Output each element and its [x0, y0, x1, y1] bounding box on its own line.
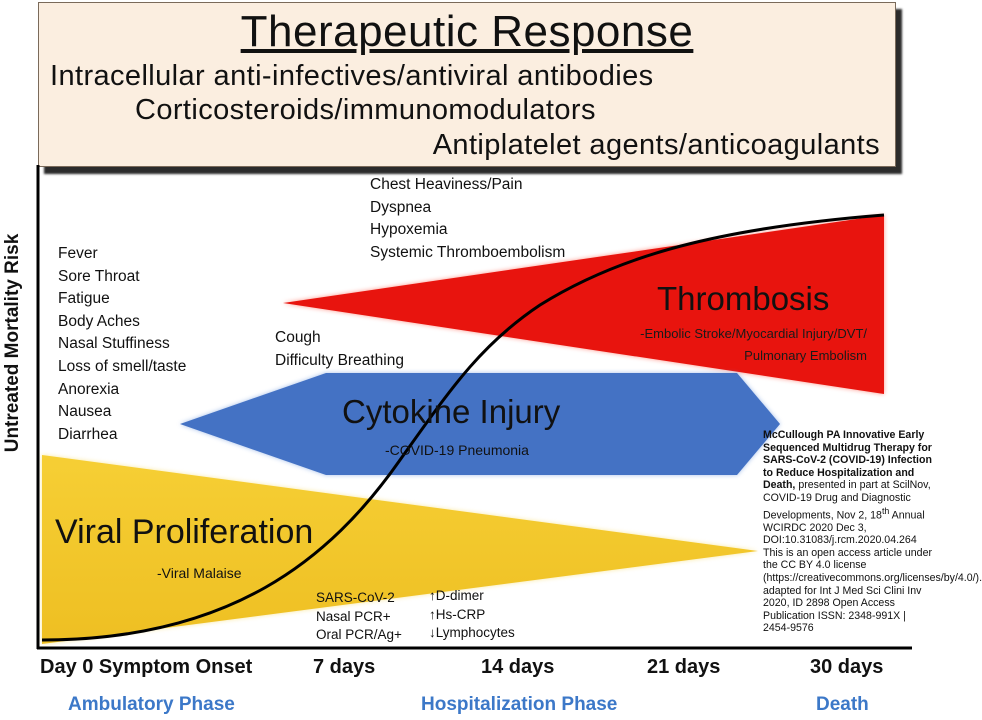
list-item: Loss of smell/taste: [58, 357, 187, 375]
list-item: Oral PCR/Ag+: [316, 627, 402, 642]
list-item: Nasal Stuffiness: [58, 335, 170, 353]
list-item: Nasal PCR+: [316, 608, 391, 624]
mortality-risk-curve: [41, 213, 885, 642]
list-item: Dyspnea: [370, 198, 432, 216]
list-item: Nausea: [58, 403, 112, 421]
ambulatory-phase-label: Ambulatory Phase: [68, 694, 235, 715]
citation-body-rest: Annual WCIRDC 2020 Dec 3, DOI:10.31083/j…: [763, 509, 982, 635]
thrombosis-label: Thrombosis: [657, 280, 830, 317]
thrombosis-sub-line: -Embolic Stroke/Myocardial Injury/DVT/: [640, 326, 867, 341]
x-tick-30days: 30 days: [810, 656, 884, 678]
list-item: Cough: [275, 329, 321, 346]
cytokine-diamond: [180, 373, 780, 475]
list-item: Hypoxemia: [370, 221, 448, 239]
y-axis-label: Untreated Mortality Risk: [2, 233, 23, 453]
viral-tests-list: SARS-CoV-2 Nasal PCR+ Oral PCR/Ag+: [316, 589, 402, 645]
cytokine-injury-label: Cytokine Injury: [342, 393, 561, 430]
x-tick-21days: 21 days: [647, 656, 721, 678]
therapeutic-response-box: Therapeutic Response Intracellular anti-…: [38, 2, 896, 167]
citation-sup: th: [881, 505, 890, 516]
thrombosis-sublabel: -Embolic Stroke/Myocardial Injury/DVT/ P…: [537, 323, 867, 367]
viral-sublabel: -Viral Malaise: [157, 565, 242, 581]
list-item: ↑D-dimer: [429, 588, 484, 603]
hospitalization-phase-label: Hospitalization Phase: [421, 694, 618, 715]
lab-markers-list: ↑D-dimer ↑Hs-CRP ↓Lymphocytes: [429, 587, 515, 643]
pulmonary-symptoms-list: Cough Difficulty Breathing: [275, 327, 404, 372]
cytokine-sublabel: -COVID-19 Pneumonia: [385, 442, 529, 458]
therapy-antiviral: Intracellular anti-infectives/antiviral …: [50, 60, 654, 92]
list-item: Fever: [58, 245, 98, 262]
list-item: Systemic Thromboembolism: [370, 243, 566, 261]
list-item: Sore Throat: [58, 267, 140, 285]
list-item: Anorexia: [58, 380, 120, 398]
x-tick-7days: 7 days: [313, 656, 376, 678]
list-item: ↑Hs-CRP: [429, 606, 486, 622]
list-item: Fatigue: [58, 290, 110, 308]
therapy-anticoagulants: Antiplatelet agents/anticoagulants: [432, 129, 880, 161]
list-item: ↓Lymphocytes: [429, 625, 515, 640]
citation-body: presented in part at ScilNov, COVID-19 D…: [763, 479, 931, 522]
list-item: Diarrhea: [58, 425, 118, 443]
thrombosis-sub-line: Pulmonary Embolism: [744, 348, 867, 363]
x-tick-14days: 14 days: [481, 656, 555, 678]
death-phase-label: Death: [816, 694, 869, 715]
citation-text: McCullough PA Innovative Early Sequenced…: [763, 429, 982, 643]
x-tick-day0: Day 0 Symptom Onset: [40, 656, 253, 678]
early-symptoms-list: Fever Sore Throat Fatigue Body Aches Nas…: [58, 243, 186, 446]
therapy-corticosteroids: Corticosteroids/immunomodulators: [135, 94, 596, 126]
list-item: SARS-CoV-2: [316, 590, 395, 605]
severe-symptoms-list: Chest Heaviness/Pain Dyspnea Hypoxemia S…: [370, 174, 565, 264]
list-item: Chest Heaviness/Pain: [370, 176, 523, 193]
list-item: Body Aches: [58, 312, 140, 330]
citation-title: McCullough PA Innovative Early Sequenced…: [763, 429, 932, 492]
diagram-title: Therapeutic Response: [240, 7, 694, 56]
viral-proliferation-label: Viral Proliferation: [55, 513, 314, 551]
disease-progression-diagram: [36, 165, 912, 650]
thrombosis-wedge: [283, 215, 884, 394]
viral-wedge: [42, 455, 758, 644]
list-item: Difficulty Breathing: [275, 351, 404, 369]
